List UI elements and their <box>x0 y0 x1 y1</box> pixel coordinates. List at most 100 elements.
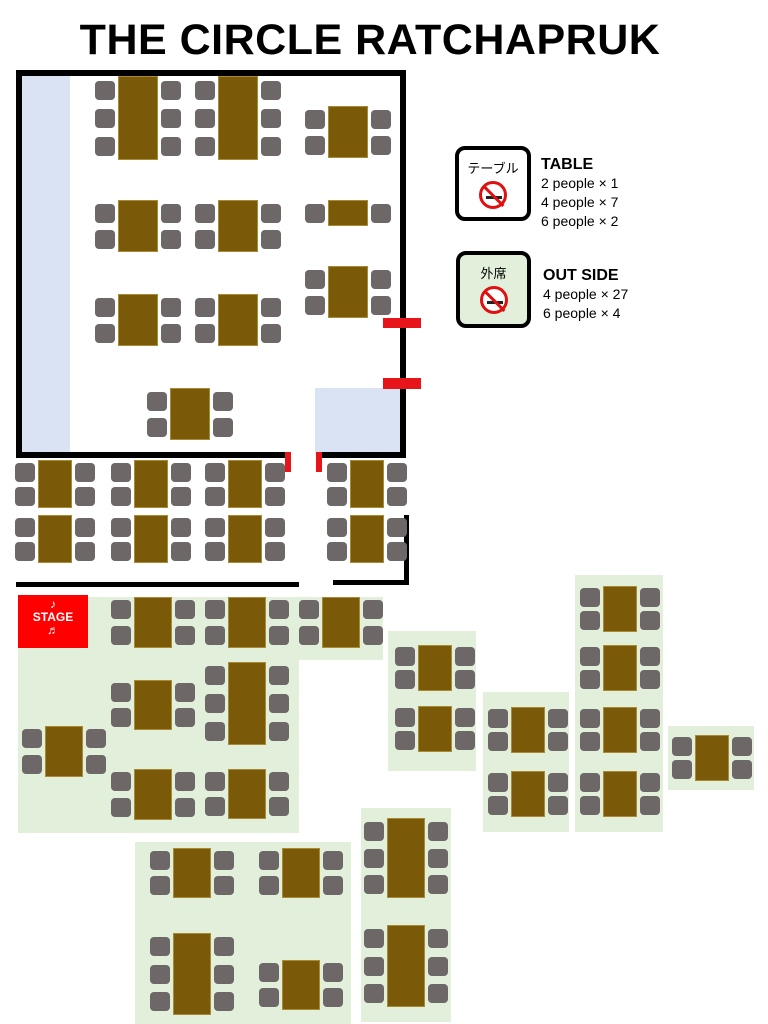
chair <box>261 323 281 343</box>
chair <box>147 417 167 437</box>
table <box>228 460 262 508</box>
chair <box>150 876 170 895</box>
indoor-corner-area <box>315 388 401 453</box>
chair <box>259 876 279 895</box>
chair <box>261 108 281 128</box>
chair <box>261 229 281 249</box>
chair <box>580 796 600 815</box>
table <box>511 771 545 817</box>
chair <box>580 647 600 666</box>
chair <box>364 929 384 949</box>
chair <box>205 694 225 713</box>
chair <box>428 956 448 976</box>
chair <box>548 796 568 815</box>
chair <box>323 851 343 870</box>
table <box>134 597 172 648</box>
chair <box>175 772 195 792</box>
chair <box>195 108 215 128</box>
chair <box>175 600 195 620</box>
chair <box>488 796 508 815</box>
chair <box>265 486 285 506</box>
chair <box>161 80 181 100</box>
chair <box>364 983 384 1003</box>
page-title: THE CIRCLE RATCHAPRUK <box>79 16 661 64</box>
chair <box>363 625 383 645</box>
chair <box>111 517 131 537</box>
wall <box>400 70 406 458</box>
chair <box>580 773 600 792</box>
table <box>134 680 172 730</box>
chair <box>111 683 131 702</box>
chair <box>323 876 343 895</box>
door <box>383 318 421 328</box>
table <box>387 818 425 898</box>
wall <box>16 582 299 587</box>
chair <box>371 109 391 129</box>
chair <box>580 670 600 689</box>
chair <box>455 708 475 727</box>
chair <box>171 462 191 482</box>
stage-label: STAGE <box>32 610 74 624</box>
chair <box>195 136 215 156</box>
chair <box>269 694 289 713</box>
table <box>134 460 168 508</box>
table <box>228 769 266 819</box>
chair <box>150 991 170 1011</box>
chair <box>548 773 568 792</box>
chair <box>640 732 660 751</box>
table <box>603 771 637 817</box>
chair <box>364 956 384 976</box>
chair <box>75 486 95 506</box>
chair <box>75 517 95 537</box>
chair <box>175 625 195 645</box>
chair <box>161 136 181 156</box>
chair <box>214 876 234 895</box>
chair <box>205 625 225 645</box>
table <box>350 515 384 563</box>
chair <box>327 486 347 506</box>
chair <box>150 964 170 984</box>
chair <box>305 269 325 289</box>
table <box>282 960 320 1010</box>
chair <box>175 708 195 727</box>
table <box>328 106 368 158</box>
chair <box>75 462 95 482</box>
chair <box>640 647 660 666</box>
no-smoking-icon <box>479 181 507 209</box>
chair <box>364 875 384 895</box>
table <box>228 597 266 648</box>
chair <box>580 732 600 751</box>
chair <box>580 611 600 630</box>
chair <box>171 517 191 537</box>
chair <box>395 708 415 727</box>
door <box>316 452 322 472</box>
chair <box>261 203 281 223</box>
chair <box>147 391 167 411</box>
wall <box>320 452 406 458</box>
chair <box>428 848 448 868</box>
chair <box>175 797 195 817</box>
chair <box>455 731 475 750</box>
chair <box>395 647 415 666</box>
chair <box>95 136 115 156</box>
chair <box>305 295 325 315</box>
chair <box>672 737 692 756</box>
chair <box>111 486 131 506</box>
chair <box>150 937 170 957</box>
chair <box>111 708 131 727</box>
chair <box>214 991 234 1011</box>
table <box>170 388 210 440</box>
chair <box>488 732 508 751</box>
chair <box>269 772 289 791</box>
chair <box>195 297 215 317</box>
chair <box>95 297 115 317</box>
chair <box>387 462 407 482</box>
chair <box>214 964 234 984</box>
chair <box>213 417 233 437</box>
chair <box>640 588 660 607</box>
chair <box>455 647 475 666</box>
chair <box>299 600 319 620</box>
no-smoking-icon <box>479 286 508 314</box>
table <box>322 597 360 648</box>
legend-outside-jp-label: 外席 <box>480 266 507 281</box>
